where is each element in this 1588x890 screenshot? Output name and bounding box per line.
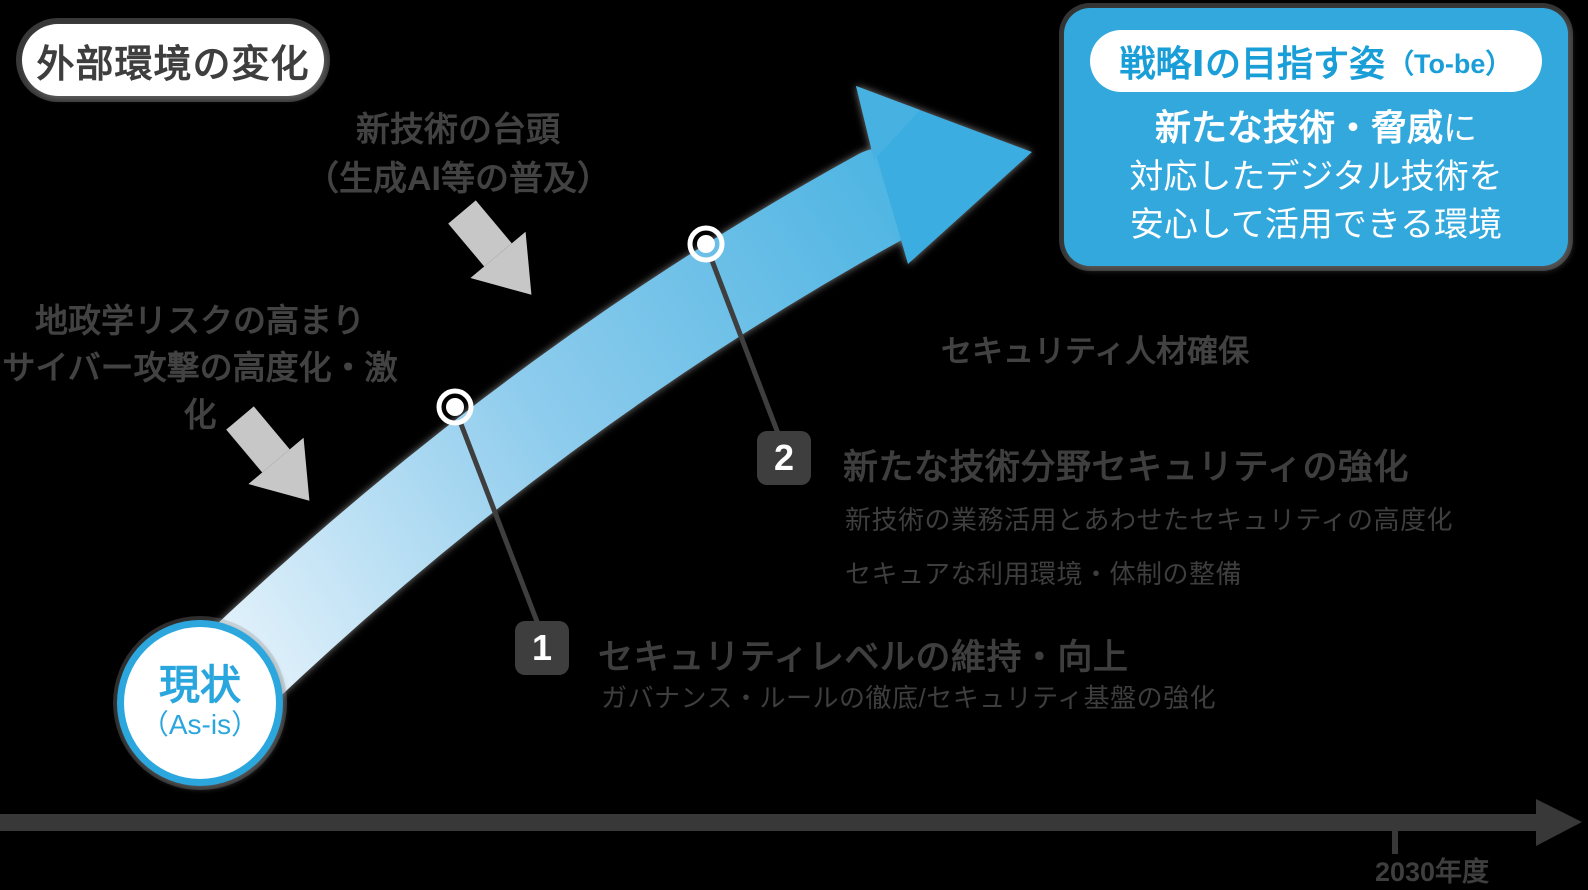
milestone-2-title: 新たな技術分野セキュリティの強化 xyxy=(843,448,1409,487)
timeline-tick-label: 2030年度 xyxy=(1374,857,1490,887)
timeline-axis-icon xyxy=(0,799,1582,854)
to-be-tag-suffix: （To-be） xyxy=(1386,48,1513,79)
as-is-subtitle: （As-is） xyxy=(140,709,260,740)
milestone-2-number: 2 xyxy=(773,437,795,478)
milestone-2-badge: 2 xyxy=(757,431,811,485)
to-be-body-line1: 新たな技術・脅威に xyxy=(1064,104,1568,153)
milestone-1-badge: 1 xyxy=(515,621,569,675)
curve-marker-1-icon xyxy=(436,388,474,426)
external-environment-label-text: 外部環境の変化 xyxy=(36,43,310,86)
connector-line-1 xyxy=(458,423,544,633)
to-be-tag: 戦略Ⅰの目指す姿 xyxy=(1119,43,1385,84)
to-be-body: 新たな技術・脅威に 対応したデジタル技術を 安心して活用できる環境 xyxy=(1064,104,1568,249)
curve-marker-2-icon xyxy=(687,225,725,263)
external-environment-label: 外部環境の変化 xyxy=(22,24,324,96)
growth-arrow-icon xyxy=(157,86,1032,750)
milestone-1-title: セキュリティレベルの維持・向上 xyxy=(598,638,1129,677)
milestone-2-desc-line: セキュアな利用環境・体制の整備 xyxy=(845,559,1242,589)
env-factor-line: 地政学リスクの高まり xyxy=(35,302,365,339)
to-be-tag-pill: 戦略Ⅰの目指す姿 （To-be） xyxy=(1090,30,1542,92)
env-factor-line: 新技術の台頭 xyxy=(356,111,560,149)
as-is-circle: 現状 （As-is） xyxy=(117,620,283,786)
milestone-2-desc: 新技術の業務活用とあわせたセキュリティの高度化 セキュアな利用環境・体制の整備 xyxy=(845,493,1453,601)
to-be-body-line1-rest: に xyxy=(1443,110,1477,148)
to-be-box: 戦略Ⅰの目指す姿 （To-be） 新たな技術・脅威に 対応したデジタル技術を 安… xyxy=(1064,8,1568,266)
down-right-arrow-icon xyxy=(448,200,532,295)
to-be-body-line1-bold: 新たな技術・脅威 xyxy=(1154,107,1443,148)
env-factor-new-technology: 新技術の台頭 （生成AI等の普及） xyxy=(268,106,648,204)
as-is-title: 現状 xyxy=(159,662,241,708)
to-be-body-line3: 安心して活用できる環境 xyxy=(1129,206,1503,244)
milestone-2-desc-line: 新技術の業務活用とあわせたセキュリティの高度化 xyxy=(845,505,1453,535)
to-be-body-line2: 対応したデジタル技術を xyxy=(1129,158,1503,196)
env-factor-line: サイバー攻撃の高度化・激化 xyxy=(2,349,398,433)
env-factor-line: （生成AI等の普及） xyxy=(305,160,611,198)
milestone-1-number: 1 xyxy=(531,627,553,668)
connector-line-2 xyxy=(708,257,782,437)
down-right-arrow-icon xyxy=(226,406,310,501)
milestone-1-desc: ガバナンス・ルールの徹底/セキュリティ基盤の強化 xyxy=(601,683,1217,713)
env-factor-cyber-threat: 地政学リスクの高まり サイバー攻撃の高度化・激化 xyxy=(0,297,406,438)
security-talent-note: セキュリティ人材確保 xyxy=(941,334,1250,369)
